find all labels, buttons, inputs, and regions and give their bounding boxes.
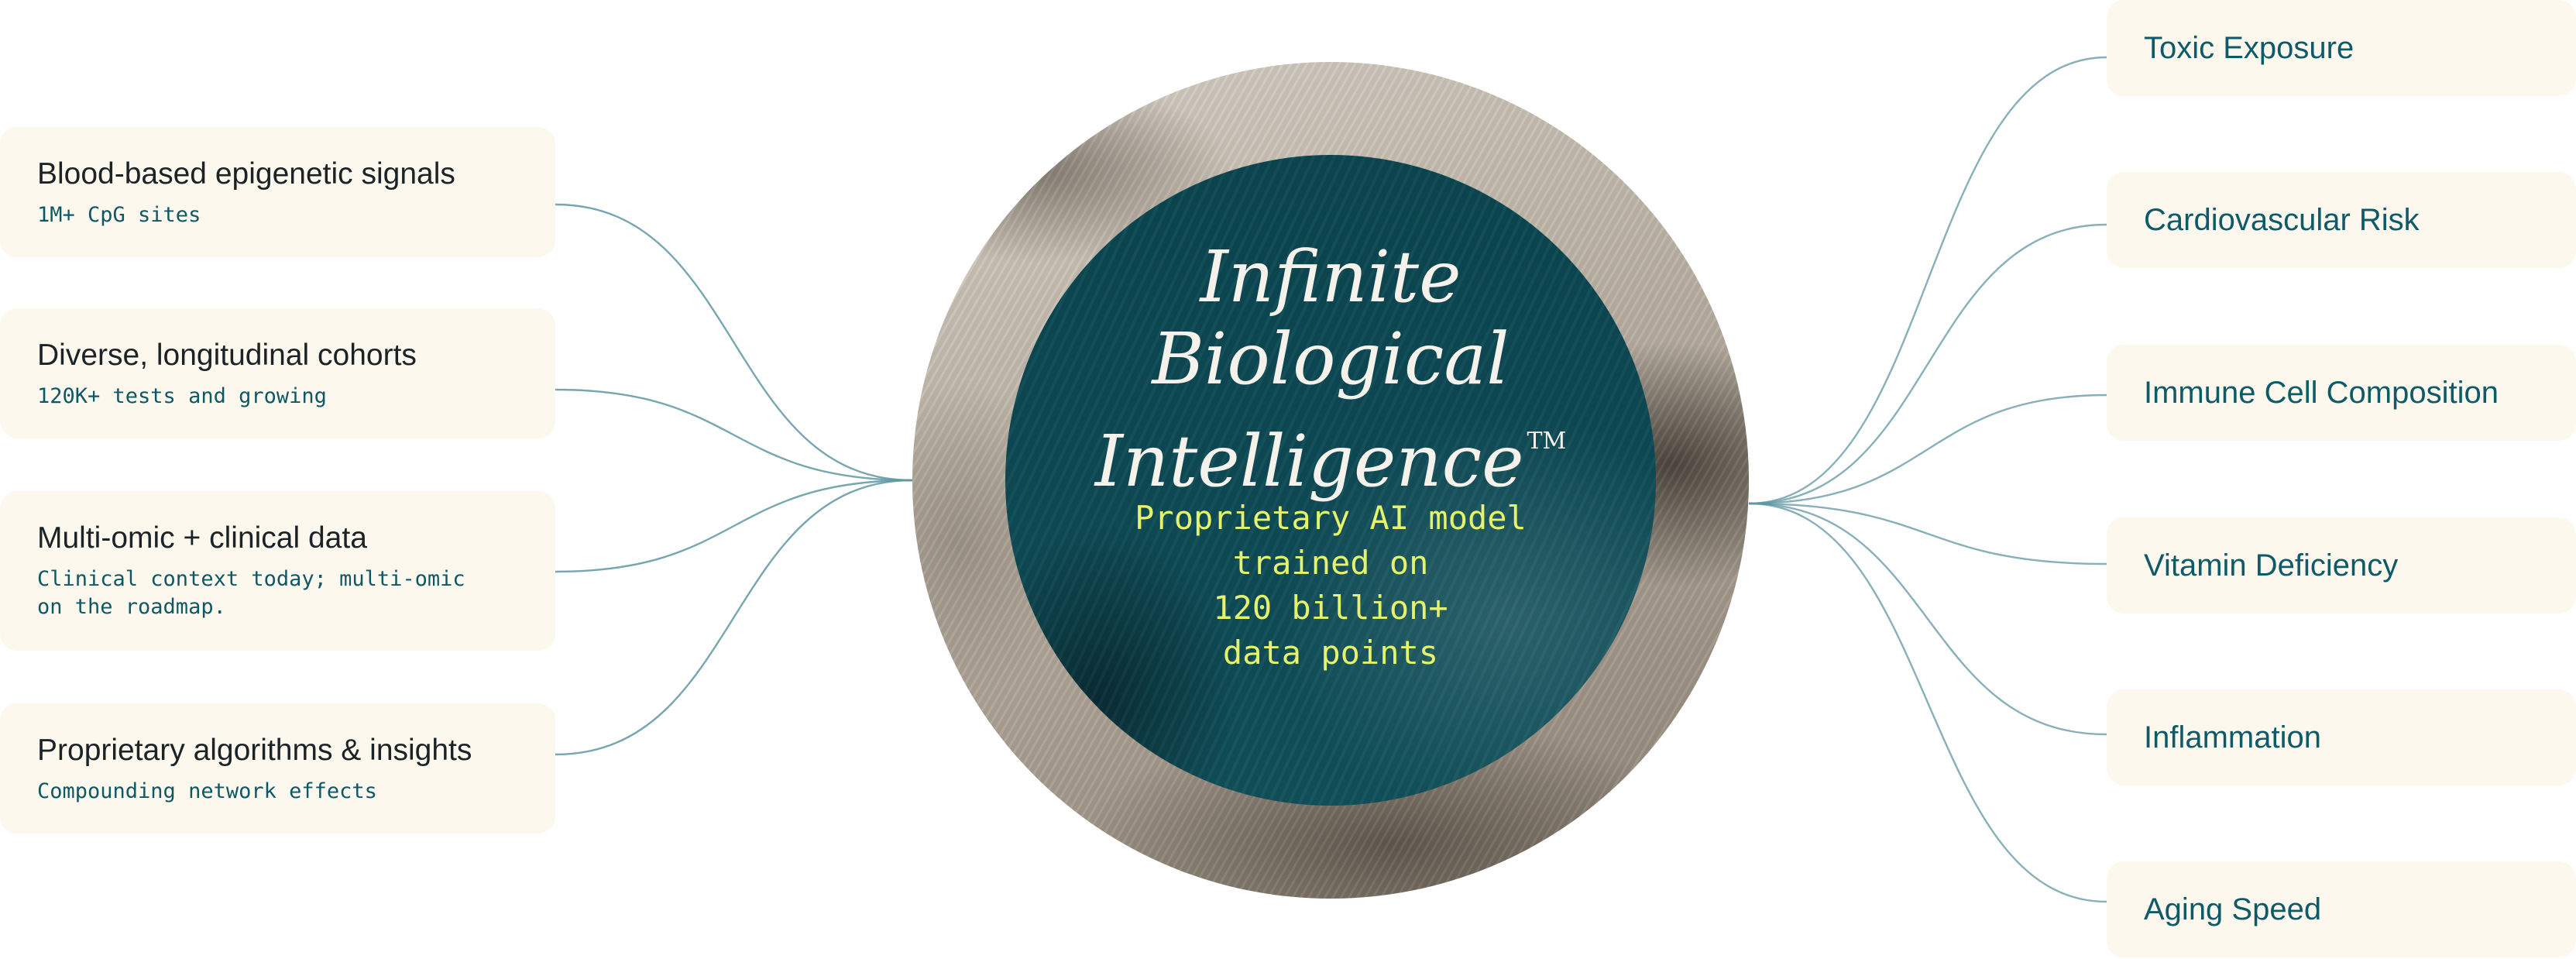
input-card-algorithms: Proprietary algorithms & insights Compou… — [0, 703, 555, 834]
connector-line-left-4 — [555, 479, 913, 756]
connector-line-right-4 — [1748, 502, 2107, 565]
hub-subtitle: Proprietary AI model trained on 120 bill… — [1135, 499, 1527, 672]
hub-title-line-3: Intelligence — [1094, 420, 1524, 503]
output-card-inflammation: Inflammation — [2107, 689, 2576, 785]
hub-title-line-2: Biological — [1152, 318, 1510, 400]
input-card-multiomic: Multi-omic + clinical data Clinical cont… — [0, 491, 555, 651]
connector-line-left-3 — [555, 479, 913, 573]
connector-line-left-2 — [555, 388, 913, 482]
output-card-vitamin-deficiency: Vitamin Deficiency — [2107, 517, 2576, 614]
trademark-symbol: TM — [1527, 428, 1567, 455]
connector-line-right-1 — [1748, 56, 2107, 505]
input-card-epigenetic: Blood-based epigenetic signals 1M+ CpG s… — [0, 127, 555, 257]
connector-line-right-6 — [1748, 502, 2107, 903]
output-label: Vitamin Deficiency — [2144, 548, 2399, 583]
connector-line-right-5 — [1748, 502, 2107, 736]
output-card-aging-speed: Aging Speed — [2107, 861, 2576, 957]
output-card-cardiovascular-risk: Cardiovascular Risk — [2107, 172, 2576, 268]
output-card-immune-cell-composition: Immune Cell Composition — [2107, 345, 2576, 441]
input-card-cohorts: Diverse, longitudinal cohorts 120K+ test… — [0, 308, 555, 438]
input-subtitle: Clinical context today; multi-omic on th… — [37, 567, 465, 619]
input-title: Proprietary algorithms & insights — [37, 734, 472, 767]
input-title: Multi-omic + clinical data — [37, 521, 367, 555]
input-title: Blood-based epigenetic signals — [37, 157, 455, 191]
output-label: Cardiovascular Risk — [2144, 202, 2420, 237]
connector-line-left-1 — [555, 203, 913, 482]
connector-line-right-2 — [1748, 223, 2107, 505]
output-label: Aging Speed — [2144, 892, 2322, 926]
hub-title-line-1: Infinite — [1200, 235, 1461, 318]
output-label: Immune Cell Composition — [2144, 375, 2499, 410]
input-title: Diverse, longitudinal cohorts — [37, 339, 417, 372]
input-subtitle: 1M+ CpG sites — [37, 203, 201, 227]
output-card-toxic-exposure: Toxic Exposure — [2107, 0, 2576, 96]
connector-line-right-3 — [1748, 394, 2107, 505]
input-subtitle: 120K+ tests and growing — [37, 384, 327, 408]
output-label: Inflammation — [2144, 720, 2321, 754]
output-label: Toxic Exposure — [2144, 30, 2354, 65]
input-subtitle: Compounding network effects — [37, 779, 377, 803]
hub-inner-texture — [1005, 155, 1656, 806]
